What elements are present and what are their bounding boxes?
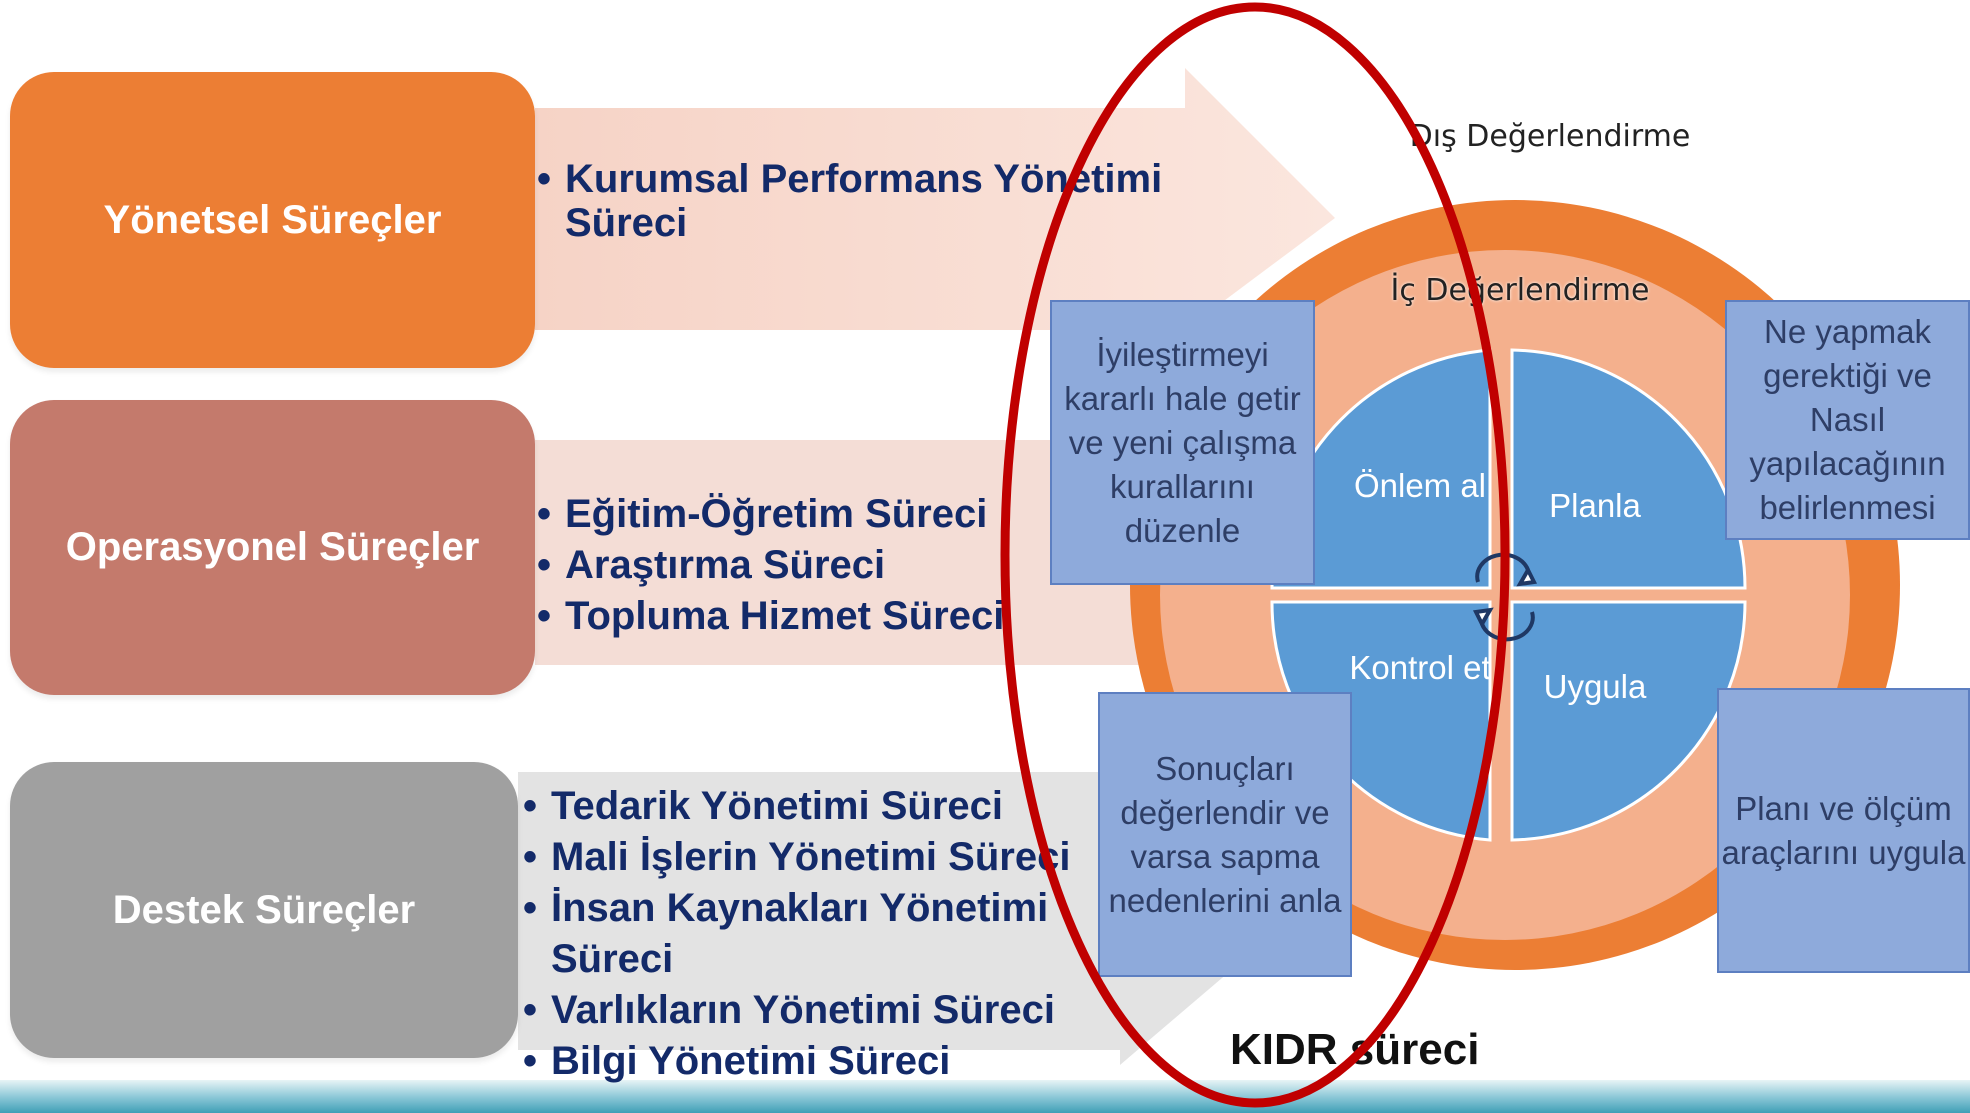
yonetsel-process-list: Kurumsal Performans Yönetimi Süreci <box>537 157 1217 245</box>
category-operasyonel: Operasyonel Süreçler <box>10 400 535 695</box>
quadrant-uygula <box>1510 600 1747 842</box>
onlem-al-label: Önlem al <box>1353 467 1487 504</box>
operasyonel-process-list: Eğitim-Öğretim Süreci Araştırma Süreci T… <box>537 489 1097 642</box>
category-yonetsel: Yönetsel Süreçler <box>10 72 535 368</box>
planla-description: Ne yapmak gerektiği ve Nasıl yapılacağın… <box>1725 300 1970 540</box>
onlem-al-description: İyileştirmeyi kararlı hale getir ve yeni… <box>1050 300 1315 585</box>
destek-process-list: Tedarik Yönetimi Süreci Mali İşlerin Yön… <box>523 781 1103 1087</box>
uygula-description: Planı ve ölçüm araçlarını uygula <box>1717 688 1970 973</box>
kontrol-et-label: Kontrol et <box>1349 649 1491 686</box>
dis-degerlendirme-label: Dış Değerlendirme <box>1409 119 1691 154</box>
category-destek: Destek Süreçler <box>10 762 518 1058</box>
ic-degerlendirme-label: İç Değerlendirme <box>1390 273 1650 308</box>
list-item: Eğitim-Öğretim Süreci <box>537 489 1097 540</box>
list-item: Mali İşlerin Yönetimi Süreci <box>523 832 1103 883</box>
uygula-label: Uygula <box>1543 668 1647 705</box>
planla-label: Planla <box>1549 487 1641 524</box>
list-item: İnsan Kaynakları Yönetimi Süreci <box>523 883 1103 985</box>
quadrant-planla <box>1510 348 1747 590</box>
kontrol-et-description: Sonuçları değerlendir ve varsa sapma ned… <box>1098 692 1352 977</box>
list-item: Tedarik Yönetimi Süreci <box>523 781 1103 832</box>
list-item: Varlıkların Yönetimi Süreci <box>523 985 1103 1036</box>
list-item: Topluma Hizmet Süreci <box>537 591 1097 642</box>
list-item: Araştırma Süreci <box>537 540 1097 591</box>
list-item: Bilgi Yönetimi Süreci <box>523 1036 1103 1087</box>
list-item: Kurumsal Performans Yönetimi Süreci <box>537 157 1217 245</box>
kidr-label: KIDR süreci <box>1230 1025 1480 1074</box>
